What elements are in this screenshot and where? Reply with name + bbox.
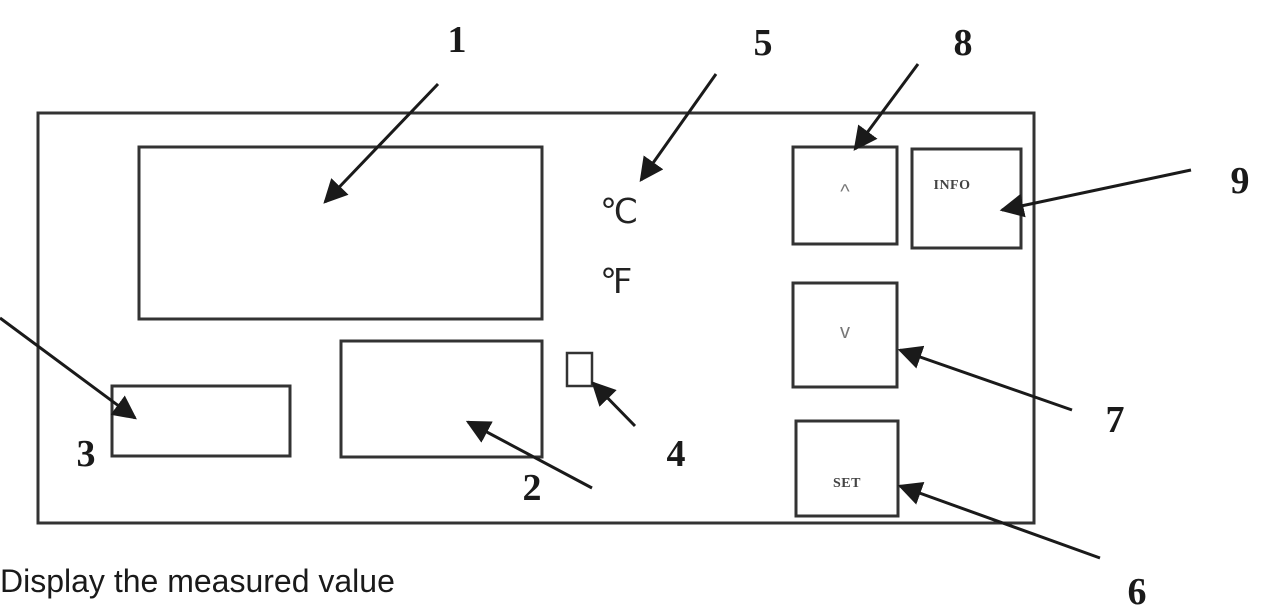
callout-3: 3 [77, 433, 96, 475]
leader-7 [897, 345, 1073, 412]
callout-4: 4 [667, 433, 686, 475]
callout-1: 1 [448, 19, 467, 61]
leader-8 [853, 63, 920, 151]
caption: Display the measured value [0, 563, 395, 599]
callout-8: 8 [954, 22, 973, 64]
leader-9 [999, 168, 1192, 218]
leader-6 [897, 482, 1101, 560]
set-key-label: SET [833, 476, 861, 491]
controller-panel [36, 111, 1036, 525]
leader-3 [0, 316, 137, 420]
callout-5: 5 [754, 22, 773, 64]
info-key-label: INFO [934, 178, 971, 193]
up-button[interactable]: ^ [791, 145, 899, 246]
leader-2 [465, 420, 593, 490]
callout-9: 9 [1231, 160, 1250, 202]
leader-5 [639, 73, 718, 182]
info-button[interactable]: INFO [910, 147, 1023, 250]
set-button[interactable]: SET [794, 419, 900, 518]
main-display [137, 145, 544, 321]
down-button[interactable]: v [791, 281, 899, 389]
callout-6: 6 [1128, 571, 1147, 612]
callout-2: 2 [523, 467, 542, 509]
leader-1 [323, 82, 440, 204]
leader-4 [591, 381, 637, 428]
secondary-display [339, 339, 544, 459]
up-key-label: ^ [840, 181, 850, 203]
small-display [110, 384, 292, 458]
indicator-light [565, 351, 594, 388]
down-key-label: v [840, 321, 850, 343]
callout-7: 7 [1106, 399, 1125, 441]
celsius-label: ℃ [600, 194, 638, 231]
fahrenheit-label: ℉ [600, 264, 632, 301]
